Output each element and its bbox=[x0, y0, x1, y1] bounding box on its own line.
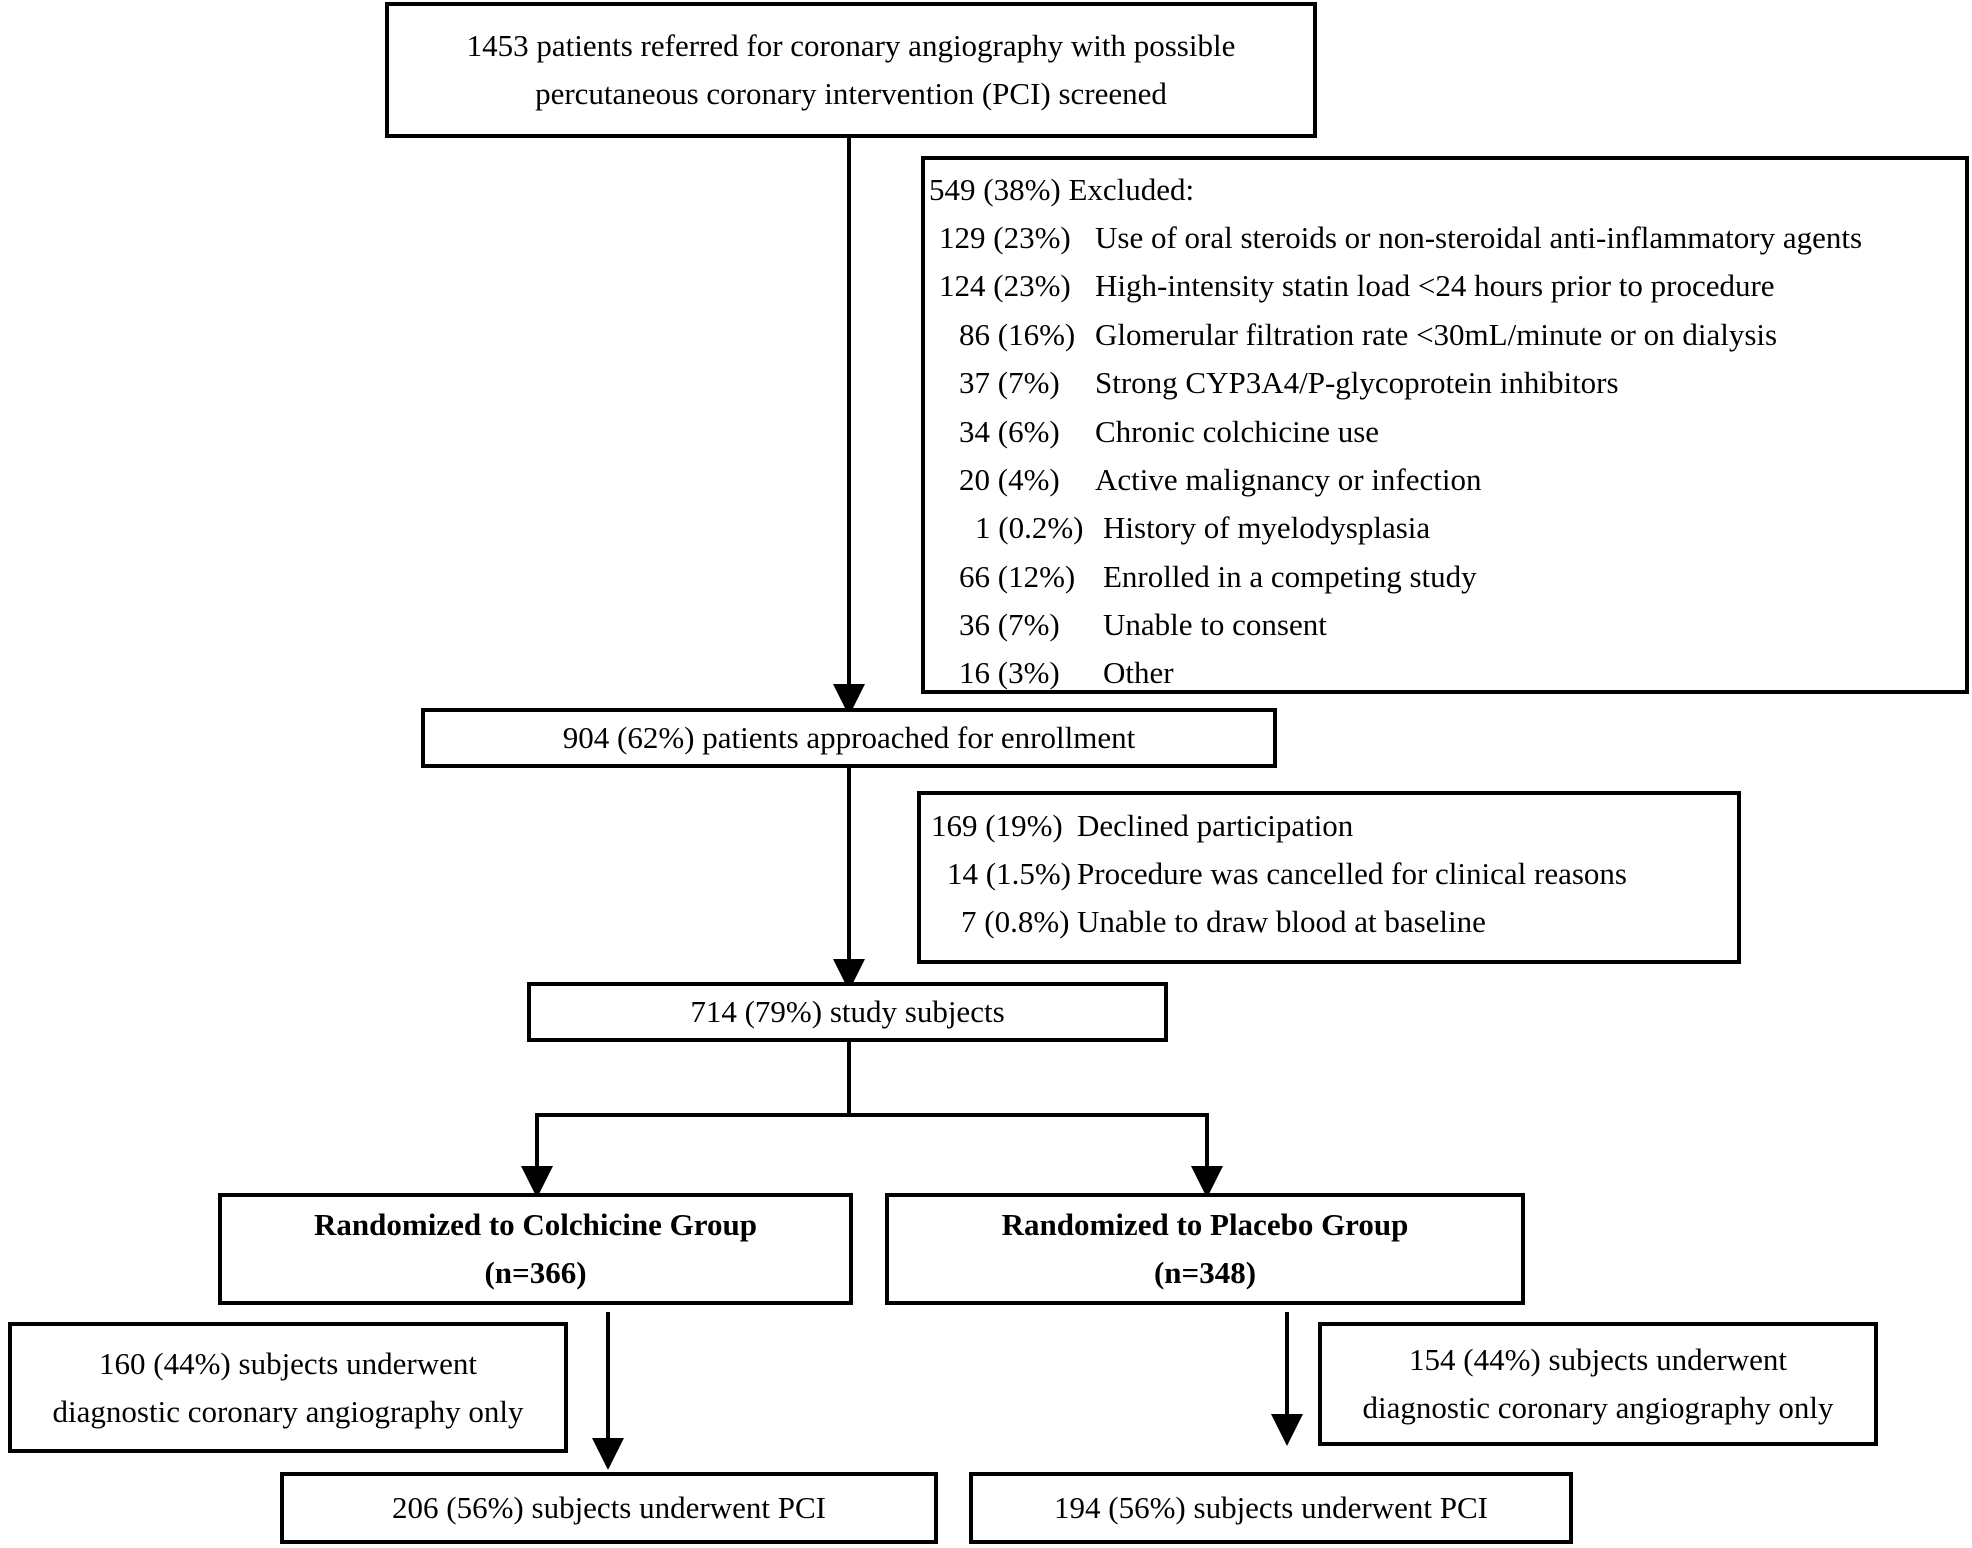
excluded-reason: Strong CYP3A4/P-glycoprotein inhibitors bbox=[1095, 365, 1619, 400]
placebo-diagnostic-box: 154 (44%) subjects underwent diagnostic … bbox=[1318, 1322, 1878, 1446]
colchicine-group-box: Randomized to Colchicine Group (n=366) bbox=[218, 1193, 853, 1305]
approached-box: 904 (62%) patients approached for enroll… bbox=[421, 708, 1277, 768]
placebo-diagnostic-line-1: 154 (44%) subjects underwent bbox=[1409, 1342, 1787, 1377]
excluded-reason: Chronic colchicine use bbox=[1095, 414, 1380, 449]
excluded-reason: Active malignancy or infection bbox=[1095, 462, 1482, 497]
colchicine-pci-text: 206 (56%) subjects underwent PCI bbox=[392, 1490, 826, 1525]
excluded-box: 549 (38%) Excluded: 129 (23%) Use of oral… bbox=[921, 156, 1969, 694]
excluded-reason: Enrolled in a competing study bbox=[1103, 559, 1477, 594]
declined-reason: Procedure was cancelled for clinical rea… bbox=[1077, 856, 1627, 891]
excluded-count: 1 (0.2%) bbox=[975, 510, 1084, 545]
placebo-group-title: Randomized to Placebo Group bbox=[1001, 1207, 1409, 1242]
declined-count: 14 (1.5%) bbox=[947, 856, 1071, 891]
colchicine-group-n: (n=366) bbox=[484, 1255, 587, 1290]
excluded-reason: High-intensity statin load <24 hours pri… bbox=[1095, 268, 1775, 303]
screened-box: 1453 patients referred for coronary angi… bbox=[385, 2, 1317, 138]
placebo-group-box: Randomized to Placebo Group (n=348) bbox=[885, 1193, 1525, 1305]
excluded-count: 20 (4%) bbox=[959, 462, 1060, 497]
excluded-reason: Unable to consent bbox=[1103, 607, 1327, 642]
colchicine-diagnostic-line-2: diagnostic coronary angiography only bbox=[52, 1393, 524, 1429]
declined-reason: Unable to draw blood at baseline bbox=[1077, 904, 1486, 939]
declined-count: 169 (19%) bbox=[931, 808, 1063, 843]
excluded-count: 86 (16%) bbox=[959, 317, 1076, 352]
excluded-count: 36 (7%) bbox=[959, 607, 1060, 642]
study-subjects-box: 714 (79%) study subjects bbox=[527, 982, 1168, 1042]
placebo-pci-text: 194 (56%) subjects underwent PCI bbox=[1054, 1490, 1488, 1525]
approached-text: 904 (62%) patients approached for enroll… bbox=[562, 720, 1136, 755]
screened-line-1: 1453 patients referred for coronary angi… bbox=[466, 28, 1236, 63]
excluded-reason: Other bbox=[1103, 655, 1174, 690]
colchicine-group-title: Randomized to Colchicine Group bbox=[314, 1207, 757, 1242]
excluded-reason: Glomerular filtration rate <30mL/minute … bbox=[1095, 317, 1778, 352]
placebo-diagnostic-line-2: diagnostic coronary angiography only bbox=[1362, 1390, 1834, 1425]
excluded-header: 549 (38%) Excluded: bbox=[929, 172, 1195, 207]
declined-box: 169 (19%) Declined participation 14 (1.5%… bbox=[917, 791, 1741, 964]
excluded-count: 34 (6%) bbox=[959, 414, 1060, 449]
excluded-count: 124 (23%) bbox=[939, 268, 1071, 303]
excluded-count: 16 (3%) bbox=[959, 655, 1060, 690]
colchicine-diagnostic-line-1: 160 (44%) subjects underwent bbox=[99, 1345, 477, 1381]
colchicine-pci-box: 206 (56%) subjects underwent PCI bbox=[280, 1472, 938, 1544]
declined-reason: Declined participation bbox=[1077, 808, 1354, 843]
study-subjects-text: 714 (79%) study subjects bbox=[690, 994, 1005, 1029]
excluded-count: 66 (12%) bbox=[959, 559, 1076, 594]
excluded-count: 129 (23%) bbox=[939, 220, 1071, 255]
excluded-reason: History of myelodysplasia bbox=[1103, 510, 1431, 545]
placebo-pci-box: 194 (56%) subjects underwent PCI bbox=[969, 1472, 1573, 1544]
excluded-count: 37 (7%) bbox=[959, 365, 1060, 400]
placebo-group-n: (n=348) bbox=[1153, 1255, 1257, 1290]
excluded-reason: Use of oral steroids or non-steroidal an… bbox=[1095, 220, 1863, 255]
colchicine-diagnostic-box: 160 (44%) subjects underwent diagnostic … bbox=[8, 1322, 568, 1453]
screened-line-2: percutaneous coronary intervention (PCI)… bbox=[535, 76, 1167, 111]
declined-count: 7 (0.8%) bbox=[961, 904, 1070, 939]
